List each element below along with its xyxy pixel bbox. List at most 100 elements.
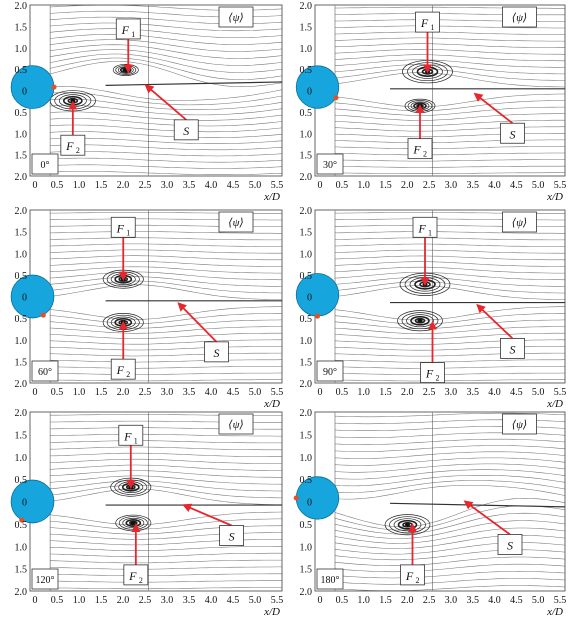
- streamlines: [334, 412, 565, 591]
- streamline: [50, 243, 282, 247]
- streamline: [334, 261, 565, 267]
- streamline: [50, 28, 282, 38]
- streamline: [334, 139, 565, 144]
- y-tick-label: 2.0: [300, 379, 313, 390]
- streamline: [334, 64, 565, 75]
- y-tick-label: 0.5: [15, 65, 28, 76]
- angle-label: 0°: [41, 160, 50, 171]
- x-tick-label: 1.0: [73, 387, 86, 398]
- streamline: [50, 34, 282, 45]
- cylinder: [10, 274, 55, 319]
- focus-spiral-lower: [397, 310, 443, 332]
- y-tick-label: 2.0: [300, 206, 313, 217]
- x-tick-label: 3.5: [183, 387, 196, 398]
- streamline: [50, 518, 282, 530]
- saddle-s-arrow: [144, 84, 187, 121]
- streamline: [334, 231, 565, 234]
- streamline: [334, 313, 565, 325]
- streamline: [50, 57, 282, 80]
- angle-label: 60°: [38, 367, 52, 378]
- wake-line: [105, 81, 282, 86]
- x-tick-label: 2.0: [117, 387, 130, 398]
- y-tick-label: 1.5: [300, 22, 313, 33]
- streamline: [50, 39, 282, 52]
- streamline: [50, 92, 282, 106]
- saddle-s-label: S: [500, 337, 525, 359]
- streamline: [334, 133, 565, 138]
- streamline: [50, 573, 282, 576]
- streamline: [334, 37, 565, 42]
- x-tick-label: 5.0: [249, 387, 262, 398]
- streamline: [50, 480, 282, 492]
- x-tick-label: 1.0: [357, 595, 370, 606]
- x-tick-label: 0: [318, 595, 323, 606]
- streamline: [334, 319, 565, 329]
- streamline: [50, 137, 282, 144]
- y-tick-label: 1.5: [300, 228, 313, 239]
- streamline: [50, 484, 282, 499]
- x-tick-label: 3.0: [445, 595, 458, 606]
- streamline: [334, 31, 565, 35]
- streamline: [334, 352, 565, 357]
- saddle-s-letter: S: [229, 530, 235, 544]
- streamline: [334, 412, 565, 418]
- streamline: [334, 59, 565, 68]
- streamline: [50, 271, 282, 281]
- x-tick-label: 3.5: [466, 595, 479, 606]
- streamline: [50, 332, 282, 339]
- streamline: [334, 445, 565, 452]
- streamline: [334, 43, 565, 48]
- x-tick-label: 0: [33, 180, 38, 191]
- streamline: [334, 276, 565, 287]
- saddle-s-arrow: [473, 92, 514, 124]
- streamline: [334, 527, 565, 544]
- rotation-marker: [293, 495, 299, 501]
- streamline: [50, 144, 282, 151]
- y-tick-label: 2.0: [15, 408, 28, 419]
- streamline: [50, 237, 282, 241]
- y-tick-label: 1.5: [15, 151, 28, 162]
- x-tick-label: 3.0: [445, 387, 458, 398]
- x-tick-label: 2.5: [139, 595, 152, 606]
- streamline: [50, 346, 282, 351]
- focus-f2-subscript: 2: [423, 150, 427, 159]
- streamline: [50, 372, 282, 375]
- x-tick-label: 4.0: [488, 180, 501, 191]
- y-tick-label: 2.0: [15, 172, 28, 183]
- x-tick-label: 3.0: [445, 180, 458, 191]
- y-tick-label: 1.5: [15, 357, 28, 368]
- y-tick-label: 0: [22, 87, 27, 98]
- focus-f2-subscript: 2: [416, 576, 420, 585]
- streamline: [50, 280, 282, 294]
- streamline: [50, 511, 282, 526]
- x-tick-label: 3.5: [183, 180, 196, 191]
- x-tick-label: 4.5: [510, 387, 523, 398]
- field-label: ⟨ψ⟩: [228, 12, 243, 24]
- streamline: [334, 119, 565, 126]
- streamline: [50, 552, 282, 558]
- streamline: [334, 512, 565, 535]
- angle-label-box: 60°: [31, 360, 59, 382]
- x-tick-label: 4.5: [510, 595, 523, 606]
- y-tick-label: 1.0: [15, 453, 28, 464]
- x-tick-label: 4.0: [488, 387, 501, 398]
- streamline: [334, 438, 565, 445]
- x-tick-label: 1.0: [357, 387, 370, 398]
- x-tick-label: 1.5: [95, 180, 108, 191]
- x-tick-label: 3.5: [183, 595, 196, 606]
- streamline: [50, 326, 282, 334]
- y-tick-label: 0.5: [300, 520, 313, 531]
- x-tick-label: 5.5: [271, 180, 284, 191]
- rotation-marker: [314, 313, 321, 319]
- x-tick-label: 4.5: [227, 387, 240, 398]
- streamline: [334, 126, 565, 132]
- y-tick-label: 1.5: [300, 151, 313, 162]
- x-axis-label: x/D: [546, 398, 563, 410]
- streamline: [50, 118, 282, 127]
- streamline: [334, 285, 565, 300]
- focus-f2-letter: F: [116, 363, 125, 377]
